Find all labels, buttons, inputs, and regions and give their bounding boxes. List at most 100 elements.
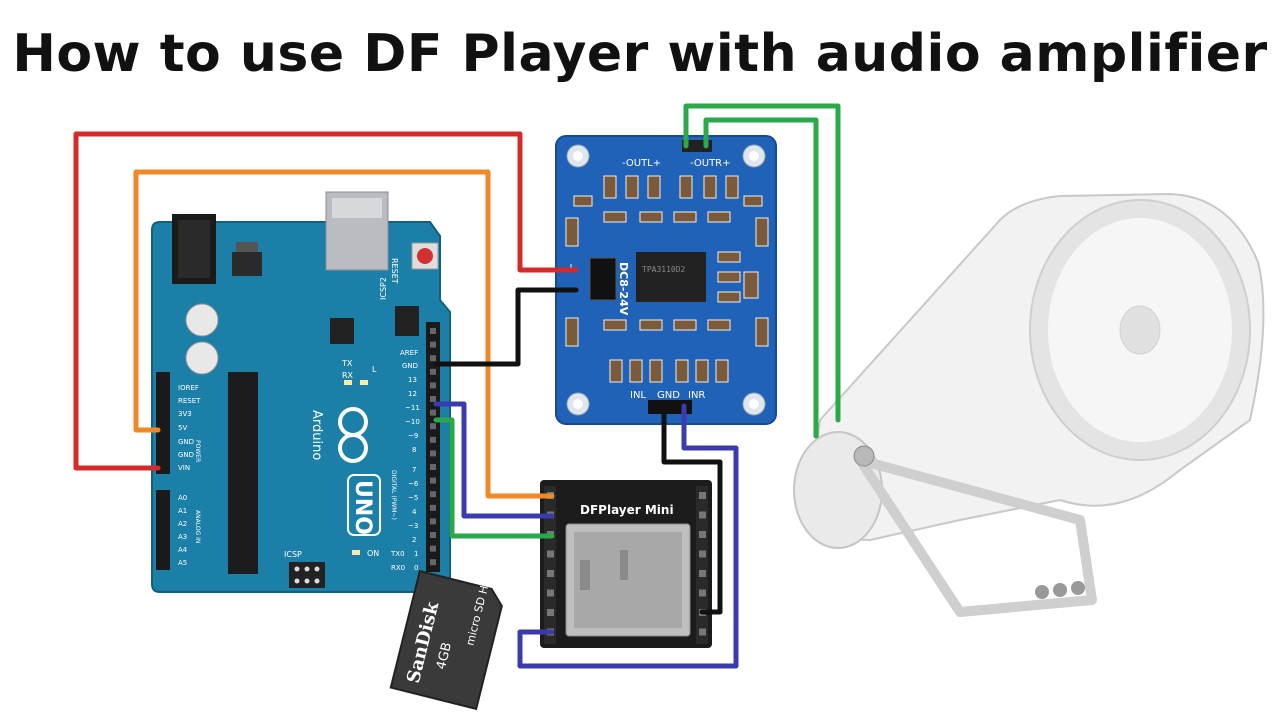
amp-voltage-label: DC8-24V — [617, 262, 630, 316]
tx-label: TX — [341, 359, 353, 368]
pin-reset: RESET — [178, 397, 201, 405]
pin-10: ~10 — [405, 418, 420, 426]
header-pin — [430, 491, 436, 498]
dfplayer-pin — [699, 570, 706, 577]
digital-header — [426, 322, 440, 572]
analog-label: ANALOG IN — [194, 510, 201, 543]
pin-3v3: 3V3 — [178, 410, 192, 418]
pin-a2: A2 — [178, 520, 187, 528]
arduino-uno-board: RESET ICSP2 Arduino UNO TX RX L ON ICSP — [151, 191, 451, 593]
header-pin — [430, 396, 436, 402]
icsp-label: ICSP — [284, 550, 302, 559]
pin-rx0: RX0 — [391, 564, 405, 572]
pin-13: 13 — [408, 376, 417, 384]
amp-gnd-label: GND — [657, 390, 680, 401]
pin-gnd-2: GND — [178, 451, 194, 459]
pin-aref: AREF — [400, 349, 418, 357]
power-label: POWER — [194, 440, 201, 462]
header-pin — [430, 355, 436, 362]
wire-green-amp-out-to-speaker-1 — [683, 103, 841, 423]
pin-7: 7 — [412, 466, 416, 474]
capacitor — [185, 303, 219, 337]
capacitor — [185, 341, 219, 375]
pin-3: ~3 — [408, 522, 418, 530]
header-pin — [430, 409, 436, 416]
on-label: ON — [367, 549, 379, 558]
amp-out-left-label: -OUTL+ — [622, 158, 661, 169]
pin-8: 8 — [412, 446, 416, 454]
pin-6: ~6 — [408, 480, 419, 488]
dfplayer-pin — [699, 531, 706, 538]
header-pin — [430, 328, 436, 334]
dfplayer-pin — [547, 589, 554, 597]
wire-black-dfplayer-to-amp-gnd — [661, 403, 723, 615]
pin-12: 12 — [408, 390, 417, 398]
dfplayer-mini-board: DFPlayer Mini — [540, 480, 712, 648]
wire-blue-dfplayer-to-amp-inr — [517, 403, 739, 669]
header-pin — [430, 423, 436, 430]
reset-label: RESET — [390, 258, 399, 284]
header-pin — [430, 464, 436, 470]
dfplayer-pin — [699, 492, 706, 499]
amplifier-chip — [636, 252, 706, 302]
arduino-name: Arduino — [309, 410, 324, 460]
dfplayer-pin — [547, 550, 554, 558]
header-pin — [430, 559, 436, 566]
header-pin — [430, 545, 436, 552]
pin-a1: A1 — [178, 507, 187, 515]
power-header — [156, 372, 170, 474]
pin-a4: A4 — [178, 546, 188, 554]
header-pin — [430, 382, 436, 389]
amp-inr-label: INR — [688, 390, 705, 401]
amp-out-right-label: -OUTR+ — [690, 158, 731, 169]
arduino-model: UNO — [350, 480, 375, 535]
header-pin — [430, 532, 436, 538]
audio-amplifier-board: -OUTL+ -OUTR+ TPA3110D2 + - DC8-24V — [555, 135, 777, 425]
pin-1: 1 — [414, 550, 418, 558]
wire-blue-pin11-to-dfplayer — [433, 401, 555, 519]
pin-ioref: IOREF — [178, 384, 199, 392]
pin-9: ~9 — [408, 432, 418, 440]
dfplayer-pin — [699, 550, 706, 558]
wire-green-pin10-to-dfplayer — [433, 417, 555, 539]
wire-red-vin-to-amp-plus — [73, 131, 579, 471]
pin-5v: 5V — [178, 424, 187, 432]
header-pin — [430, 436, 436, 443]
arduino-logo — [338, 407, 368, 463]
dfplayer-pin — [547, 570, 554, 577]
pin-gnd: GND — [402, 362, 418, 370]
analog-header — [156, 490, 170, 570]
pin-11: ~11 — [405, 404, 420, 412]
header-pin — [430, 450, 436, 457]
header-pin — [430, 368, 436, 375]
pin-a0: A0 — [178, 494, 187, 502]
header-pin — [430, 504, 436, 511]
horn-speaker — [793, 192, 1265, 617]
icsp2-label: ICSP2 — [379, 277, 388, 300]
atmega-chip — [228, 372, 258, 574]
dfplayer-pin — [699, 589, 706, 597]
sd-capacity: 4GB — [434, 641, 455, 671]
amp-inl-label: INL — [630, 390, 646, 401]
svg-text:TPA3110D2: TPA3110D2 — [642, 265, 686, 274]
pin-a5: A5 — [178, 559, 187, 567]
header-pin — [430, 341, 436, 348]
rx-label: RX — [342, 371, 354, 380]
pin-vin: VIN — [178, 464, 190, 472]
pin-5: ~5 — [408, 494, 418, 502]
dfplayer-pin — [547, 609, 554, 616]
dfplayer-name: DFPlayer Mini — [580, 503, 674, 517]
micro-sd-card: SanDisk 4GB micro SD HC — [389, 569, 503, 711]
pin-0: 0 — [414, 564, 418, 572]
wire-black-gnd-to-amp-minus — [433, 287, 579, 367]
dfplayer-pin — [699, 628, 706, 636]
page-title: How to use DF Player with audio amplifie… — [12, 24, 1268, 84]
wire-orange-5v-to-dfplayer — [133, 169, 555, 499]
pin-a3: A3 — [178, 533, 187, 541]
pin-4: 4 — [412, 508, 417, 516]
digital-label: DIGITAL (PWM~) — [390, 470, 397, 520]
dfplayer-pin — [699, 511, 706, 519]
pin-gnd-1: GND — [178, 438, 194, 446]
header-pin — [430, 477, 436, 484]
